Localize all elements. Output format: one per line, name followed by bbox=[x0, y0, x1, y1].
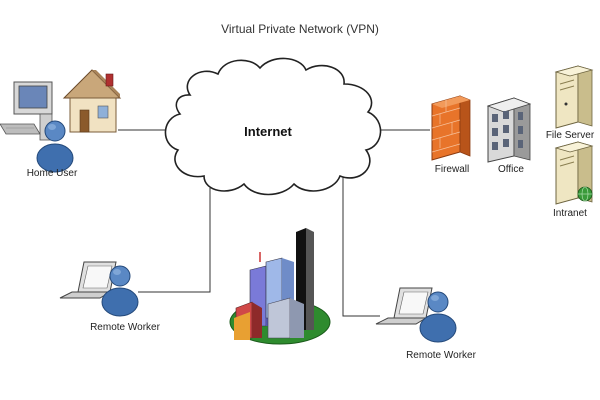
home-user-person-icon bbox=[36, 120, 74, 173]
laptop-icon-right bbox=[375, 287, 433, 325]
intranet-server-icon bbox=[554, 141, 594, 205]
internet-label: Internet bbox=[244, 124, 292, 139]
office-building-icon bbox=[486, 97, 532, 163]
remote-worker-right-person-icon bbox=[419, 291, 457, 343]
laptop-icon-left bbox=[59, 261, 117, 299]
link-remote-worker-left bbox=[138, 188, 211, 293]
diagram-title: Virtual Private Network (VPN) bbox=[221, 22, 379, 36]
internet-cloud-icon bbox=[164, 57, 382, 196]
file-server-label: File Server bbox=[545, 130, 595, 141]
home-user-label: Home User bbox=[26, 168, 78, 179]
remote-worker-left-label: Remote Worker bbox=[90, 322, 160, 333]
remote-worker-left-person-icon bbox=[101, 265, 139, 317]
city-buildings-icon bbox=[229, 228, 331, 345]
remote-worker-right-label: Remote Worker bbox=[406, 350, 476, 361]
firewall-label: Firewall bbox=[434, 164, 470, 175]
computer-icon bbox=[0, 81, 53, 141]
globe-icon bbox=[577, 186, 593, 202]
firewall-icon bbox=[431, 95, 471, 161]
intranet-label: Intranet bbox=[553, 208, 587, 219]
file-server-icon bbox=[554, 65, 594, 129]
house-icon bbox=[62, 69, 122, 133]
office-label: Office bbox=[498, 164, 524, 175]
link-remote-worker-right bbox=[342, 168, 380, 317]
